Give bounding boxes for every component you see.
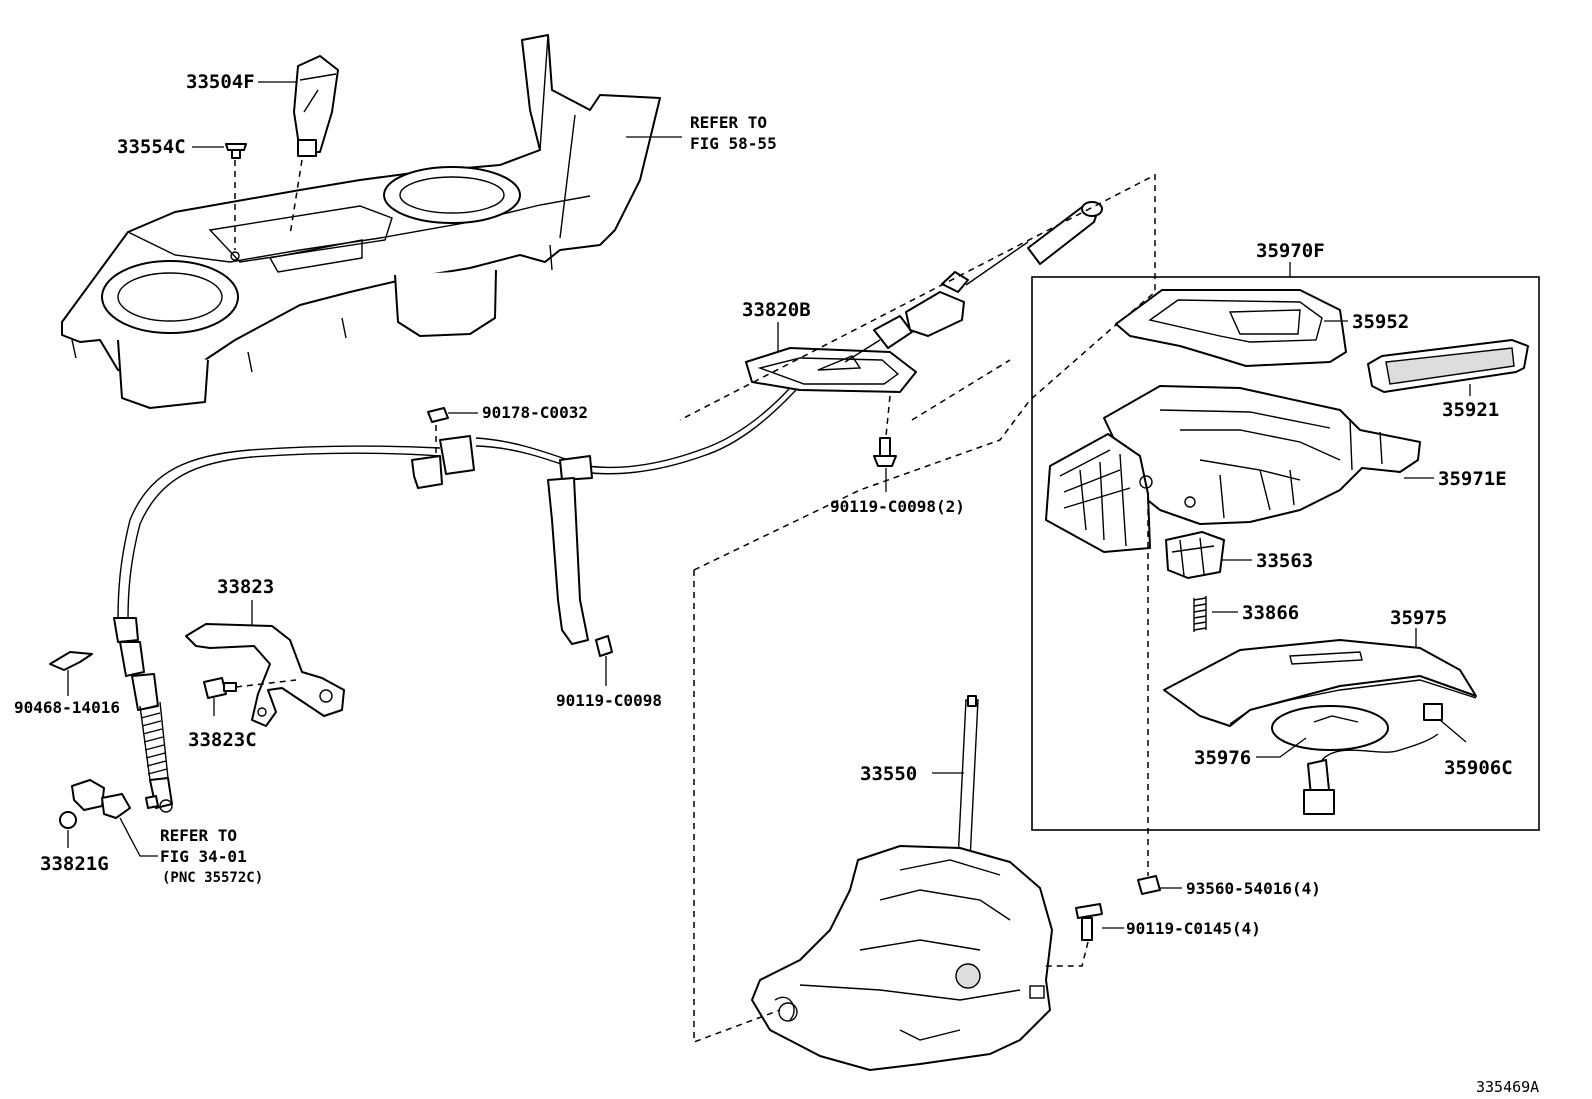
label-33823C: 33823C	[188, 729, 257, 751]
refer-fig-58-55-line1: REFER TO	[690, 113, 767, 132]
label-35975: 35975	[1390, 607, 1447, 629]
clip-90178-C0032-part	[427, 407, 449, 423]
wire-harness-35906C-part	[1303, 703, 1443, 815]
refer-fig-34-01-line2: FIG 34-01	[160, 847, 247, 866]
label-35906C: 35906C	[1444, 757, 1513, 779]
refer-fig-34-01-line3: (PNC 35572C)	[162, 870, 263, 886]
label-33554C: 33554C	[117, 136, 186, 158]
label-90119-C0098: 90119-C0098	[556, 691, 662, 710]
console-box-part	[61, 34, 661, 409]
shift-lever-assembly-33550-part	[751, 695, 1053, 1071]
plate-35952-part	[1115, 289, 1347, 367]
label-35921: 35921	[1442, 399, 1499, 421]
bolt-90119-C0145-4-part	[1075, 903, 1103, 941]
housing-assembly-35970F-box	[1031, 276, 1540, 831]
bolt-90119-C0098-2-part	[873, 437, 897, 467]
label-90119-C0145-4: 90119-C0145(4)	[1126, 919, 1261, 938]
screw-33554C-part	[225, 143, 247, 159]
shift-cable-part	[113, 201, 1103, 813]
refer-fig-34-01-line1: REFER TO	[160, 826, 237, 845]
switch-33563-part	[1165, 531, 1225, 579]
label-90119-C0098-2: 90119-C0098(2)	[830, 497, 965, 516]
refer-fig-58-55-line2: FIG 58-55	[690, 134, 777, 153]
label-35952: 35952	[1352, 311, 1409, 333]
label-35971E: 35971E	[1438, 468, 1507, 490]
shift-knob-part	[293, 55, 339, 157]
clip-90468-14016-part	[49, 651, 93, 671]
plate-35976-part	[1271, 705, 1389, 751]
illustration-id: 335469A	[1476, 1078, 1539, 1096]
screw-93560-54016-4-part	[1137, 875, 1161, 895]
retainer-33821G-part	[59, 779, 159, 829]
label-33823: 33823	[217, 576, 274, 598]
assembly-boundary-dashed	[679, 173, 1156, 571]
bracket-33823-part	[185, 623, 345, 727]
label-35976: 35976	[1194, 747, 1251, 769]
indicator-35921-part	[1367, 339, 1529, 393]
bolt-90119-C0098-part	[595, 635, 613, 657]
cover-35975-part	[1163, 639, 1477, 727]
label-90468-14016: 90468-14016	[14, 698, 120, 717]
label-33820B: 33820B	[742, 299, 811, 321]
housing-35971E-part	[1045, 385, 1421, 553]
label-33866: 33866	[1242, 602, 1299, 624]
label-33821G: 33821G	[40, 853, 109, 875]
label-33550: 33550	[860, 763, 917, 785]
label-33504F: 33504F	[186, 71, 255, 93]
label-93560-54016-4: 93560-54016(4)	[1186, 879, 1321, 898]
label-90178-C0032: 90178-C0032	[482, 403, 588, 422]
label-35970F: 35970F	[1256, 240, 1325, 262]
bolt-33823C-part	[203, 677, 237, 699]
label-33563: 33563	[1256, 550, 1313, 572]
spring-33866-part	[1193, 596, 1207, 632]
